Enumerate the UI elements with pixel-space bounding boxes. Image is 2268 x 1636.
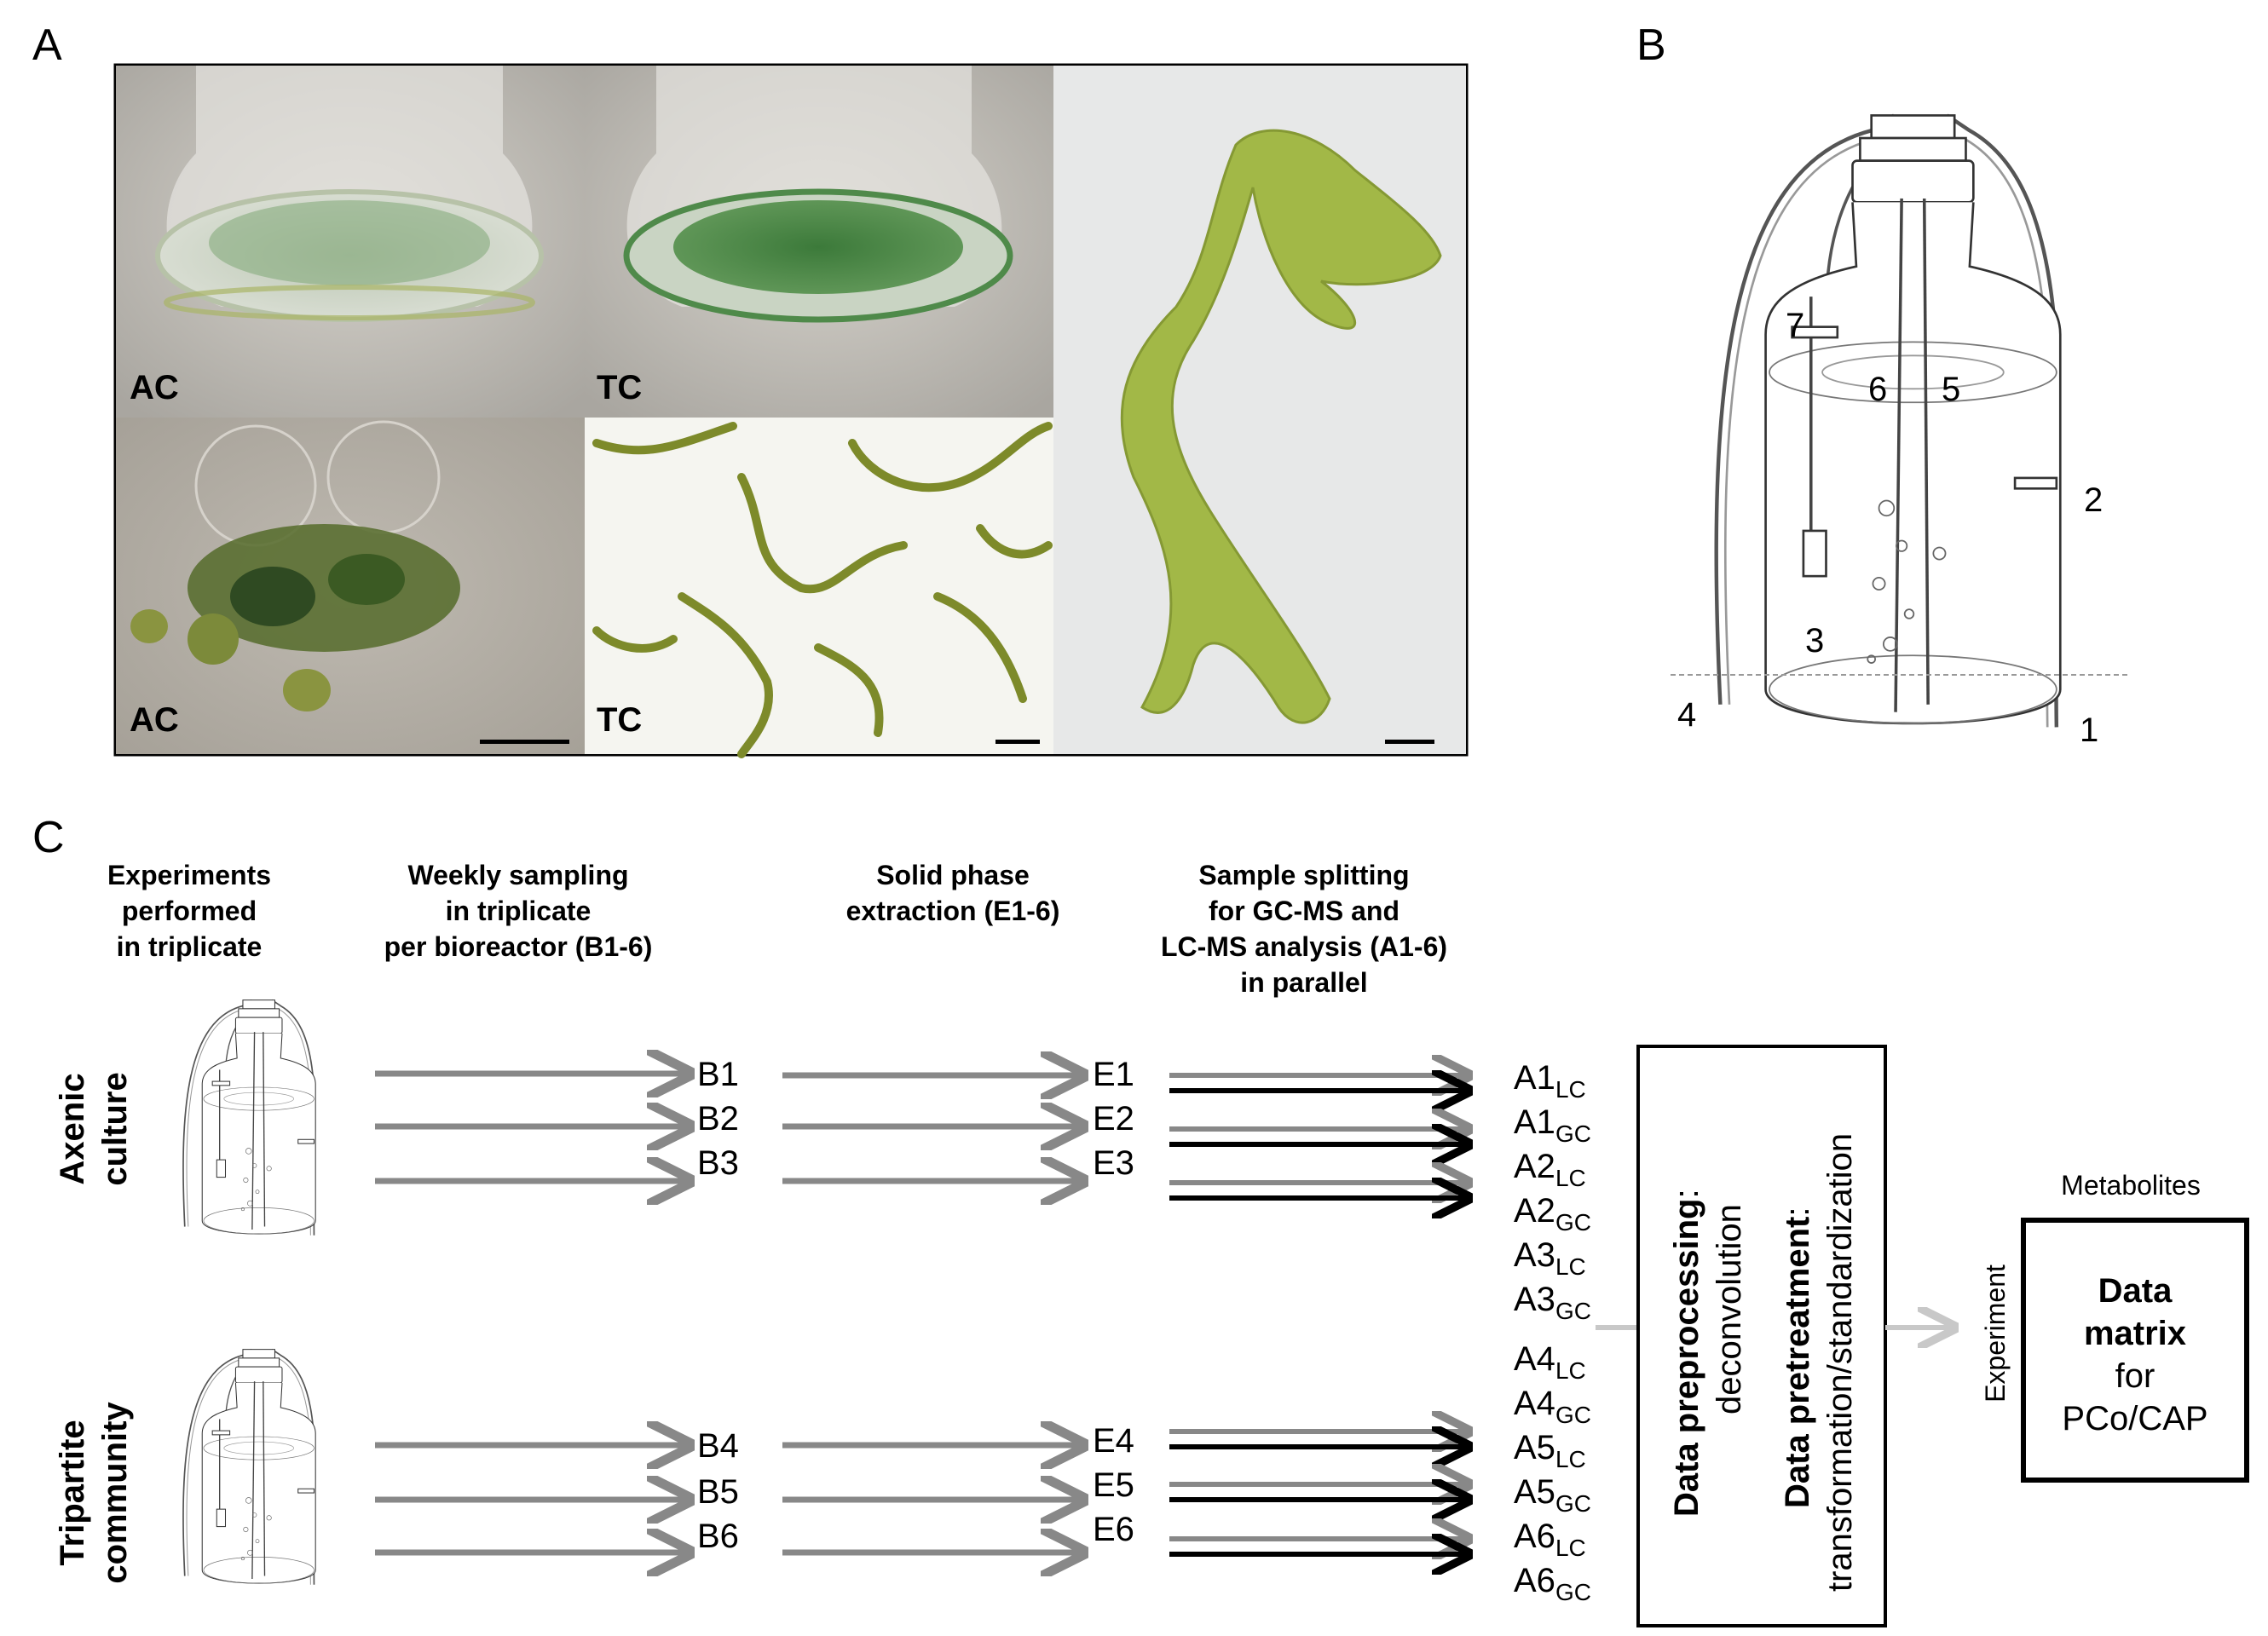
header-splitting-line4: in parallel <box>1240 967 1367 998</box>
panel-label-a: A <box>32 20 62 70</box>
metabolites-label: Metabolites <box>2061 1170 2201 1201</box>
label-a5-gc: A5GC <box>1514 1473 1591 1517</box>
label-a4-gc: A4GC <box>1514 1385 1591 1428</box>
label-e2: E2 <box>1093 1100 1134 1138</box>
row-label-axenic-line1: Axenic <box>54 1073 91 1184</box>
label-a6-lc: A6LC <box>1514 1518 1586 1561</box>
header-extraction-line2: extraction (E1-6) <box>846 896 1060 926</box>
arrows-splitting <box>1169 1075 1468 1554</box>
label-b1: B1 <box>697 1056 739 1093</box>
header-sampling-line3: per bioreactor (B1-6) <box>384 931 653 962</box>
label-e3: E3 <box>1093 1144 1134 1182</box>
callout-7: 7 <box>1786 307 1804 344</box>
callout-3: 3 <box>1805 622 1824 660</box>
callout-2: 2 <box>2084 481 2103 519</box>
photo-ac-microscopy <box>116 418 585 754</box>
label-e1: E1 <box>1093 1056 1134 1093</box>
photo-tc-flask <box>585 66 1053 418</box>
matrix-line-for: for <box>2115 1357 2155 1395</box>
label-b2: B2 <box>697 1100 739 1138</box>
pretreatment-detail: transformation/standardization <box>1821 1133 1859 1592</box>
pretreatment-text: Data pretreatment: <box>1779 1207 1816 1508</box>
panel-label-c: C <box>32 813 65 862</box>
label-a4-lc: A4LC <box>1514 1340 1586 1384</box>
label-a1-lc: A1LC <box>1514 1059 1586 1103</box>
label-a1-gc: A1GC <box>1514 1103 1591 1147</box>
preprocessing-text: Data preprocessing: <box>1668 1189 1705 1517</box>
photo-label-tc-filaments: TC <box>597 701 642 739</box>
header-experiments-line1: Experiments <box>107 860 271 890</box>
label-a5-lc: A5LC <box>1514 1429 1586 1472</box>
header-sampling-line2: in triplicate <box>446 896 592 926</box>
photo-label-tc-flask: TC <box>597 369 642 406</box>
photo-ac-flask <box>116 66 585 418</box>
label-a2-lc: A2LC <box>1514 1148 1586 1191</box>
label-a3-lc: A3LC <box>1514 1236 1586 1280</box>
row-label-tripartite-line1: Tripartite <box>54 1420 91 1565</box>
experiment-label: Experiment <box>1980 1264 2011 1403</box>
label-e6: E6 <box>1093 1511 1134 1548</box>
photo-tc-filaments <box>585 418 1053 754</box>
label-a3-gc: A3GC <box>1514 1281 1591 1324</box>
row-label-axenic-line2: culture <box>96 1072 134 1185</box>
header-experiments-line3: in triplicate <box>117 931 263 962</box>
label-b6: B6 <box>697 1518 739 1555</box>
callout-1: 1 <box>2080 711 2098 749</box>
matrix-line-matrix: matrix <box>2084 1315 2186 1352</box>
header-splitting-line2: for GC-MS and <box>1209 896 1399 926</box>
bioreactor-schematic: 1 2 3 4 5 6 7 <box>1671 115 2131 749</box>
label-e4: E4 <box>1093 1422 1134 1460</box>
bioreactor-thumb-tripartite <box>183 1350 315 1585</box>
panel-label-b: B <box>1636 20 1666 70</box>
header-sampling-line1: Weekly sampling <box>407 860 628 890</box>
header-experiments-line2: performed <box>122 896 257 926</box>
photo-ulva-thallus <box>1053 66 1466 754</box>
callout-6: 6 <box>1868 371 1887 408</box>
photo-label-ac-microscopy: AC <box>130 701 179 739</box>
header-extraction-line1: Solid phase <box>876 860 1030 890</box>
bioreactor-thumb-axenic <box>183 1000 315 1236</box>
matrix-line-data: Data <box>2098 1272 2173 1310</box>
label-b4: B4 <box>697 1427 739 1465</box>
preprocessing-detail: deconvolution <box>1711 1204 1748 1414</box>
label-a6-gc: A6GC <box>1514 1562 1591 1605</box>
callout-5: 5 <box>1942 371 1960 408</box>
column-headers: Experiments performed in triplicate Week… <box>107 860 1447 998</box>
label-e5: E5 <box>1093 1466 1134 1504</box>
label-b5: B5 <box>697 1473 739 1511</box>
row-label-tripartite-line2: community <box>96 1402 134 1584</box>
photo-label-ac-flask: AC <box>130 369 179 406</box>
analysis-labels: A1LC A1GC A2LC A2GC A3LC A3GC A4LC A4GC … <box>1514 1059 1591 1605</box>
arrows-sampling <box>375 1074 689 1552</box>
label-a2-gc: A2GC <box>1514 1192 1591 1236</box>
arrows-extraction <box>782 1075 1082 1552</box>
callout-4: 4 <box>1677 696 1696 734</box>
photo-grid: AC TC AC TC <box>115 65 1467 755</box>
header-splitting-line1: Sample splitting <box>1198 860 1409 890</box>
label-b3: B3 <box>697 1144 739 1182</box>
matrix-line-pco: PCo/CAP <box>2062 1400 2207 1437</box>
header-splitting-line3: LC-MS analysis (A1-6) <box>1161 931 1447 962</box>
